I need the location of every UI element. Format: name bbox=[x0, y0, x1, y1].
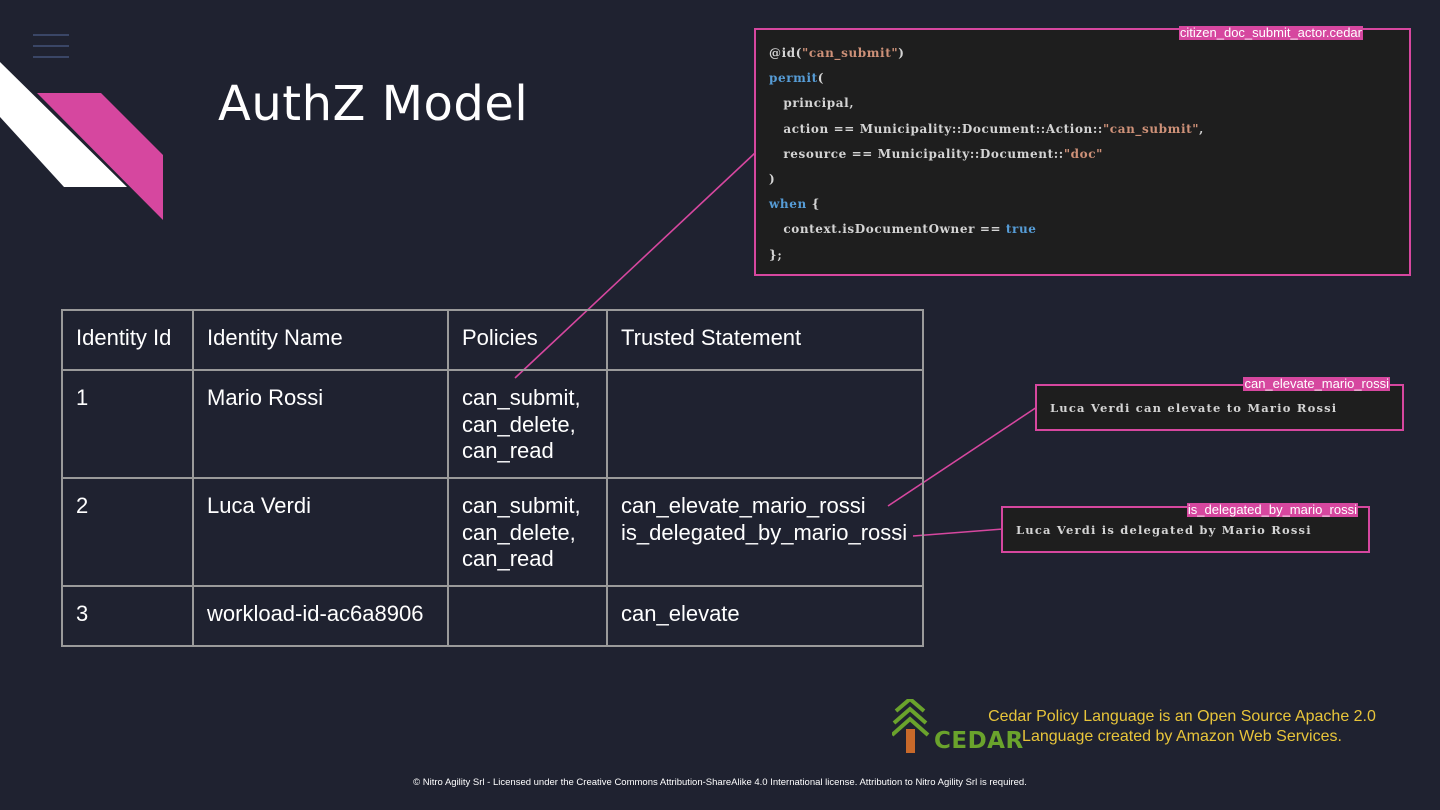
cell-policies bbox=[447, 585, 608, 647]
statement-text: Luca Verdi can elevate to Mario Rossi bbox=[1050, 400, 1338, 415]
policy-item: can_delete, bbox=[462, 519, 576, 545]
policy-item: can_submit, bbox=[462, 385, 581, 410]
connector-delegated bbox=[912, 528, 1004, 537]
column-header-policies: Policies bbox=[447, 309, 608, 371]
pink-stripe bbox=[37, 93, 163, 220]
column-header-trusted-statement: Trusted Statement bbox=[606, 309, 924, 371]
code-line: principal, bbox=[769, 96, 855, 111]
cell-trusted-statement: can_elevate_mario_rossi is_delegated_by_… bbox=[606, 477, 924, 587]
statement-item: is_delegated_by_mario_rossi bbox=[621, 519, 908, 545]
hamburger-menu-icon[interactable] bbox=[33, 34, 69, 58]
policy-code: @id("can_submit") permit( principal, act… bbox=[769, 41, 1204, 268]
table-header-row: Identity Id Identity Name Policies Trust… bbox=[61, 309, 924, 371]
statement-text: Luca Verdi is delegated by Mario Rossi bbox=[1016, 522, 1312, 537]
policy-item: can_read bbox=[462, 546, 554, 571]
cell-trusted-statement bbox=[606, 369, 924, 479]
code-line: resource == Municipality::Document::"doc… bbox=[769, 146, 1104, 161]
table-row: 3 workload-id-ac6a8906 can_elevate bbox=[61, 585, 924, 647]
statement-item: can_elevate bbox=[621, 601, 740, 626]
policy-item: can_read bbox=[462, 438, 554, 463]
column-header-identity-id: Identity Id bbox=[61, 309, 194, 371]
cedar-description: Cedar Policy Language is an Open Source … bbox=[986, 707, 1378, 746]
statement-label: is_delegated_by_mario_rossi bbox=[1186, 502, 1358, 517]
statement-label: can_elevate_mario_rossi bbox=[1243, 376, 1390, 391]
statement-item: can_elevate_mario_rossi bbox=[621, 493, 866, 518]
table-row: 2 Luca Verdi can_submit, can_delete, can… bbox=[61, 477, 924, 587]
code-line: when { bbox=[769, 197, 820, 212]
cedar-description-line: Language created by Amazon Web Services. bbox=[1022, 727, 1342, 745]
decorative-stripes bbox=[0, 62, 163, 220]
table-row: 1 Mario Rossi can_submit, can_delete, ca… bbox=[61, 369, 924, 479]
cedar-description-line: Cedar Policy Language is an Open Source … bbox=[988, 708, 1376, 725]
cell-identity-id: 3 bbox=[61, 585, 194, 647]
policy-item: can_delete, bbox=[462, 411, 576, 437]
code-line: @id("can_submit") bbox=[769, 46, 905, 60]
statement-box-delegated: is_delegated_by_mario_rossi Luca Verdi i… bbox=[1001, 502, 1370, 553]
cell-identity-name: Luca Verdi bbox=[192, 477, 449, 587]
statement-box-elevate: can_elevate_mario_rossi Luca Verdi can e… bbox=[1035, 377, 1404, 431]
cell-identity-name: workload-id-ac6a8906 bbox=[192, 585, 449, 647]
cell-policies: can_submit, can_delete, can_read bbox=[447, 369, 608, 479]
policy-file-label: citizen_doc_submit_actor.cedar bbox=[1178, 25, 1363, 40]
cedar-tree-icon bbox=[892, 699, 930, 753]
white-stripe bbox=[0, 62, 127, 187]
cell-identity-id: 2 bbox=[61, 477, 194, 587]
identity-table: Identity Id Identity Name Policies Trust… bbox=[61, 309, 924, 647]
code-line: action == Municipality::Document::Action… bbox=[769, 121, 1204, 136]
code-line: permit( bbox=[769, 71, 825, 86]
code-line: }; bbox=[769, 247, 783, 262]
cell-policies: can_submit, can_delete, can_read bbox=[447, 477, 608, 587]
code-line: ) bbox=[769, 171, 776, 186]
cell-identity-name: Mario Rossi bbox=[192, 369, 449, 479]
code-line: context.isDocumentOwner == true bbox=[769, 222, 1037, 237]
cell-trusted-statement: can_elevate bbox=[606, 585, 924, 647]
policy-code-box: citizen_doc_submit_actor.cedar @id("can_… bbox=[754, 25, 1411, 276]
cell-identity-id: 1 bbox=[61, 369, 194, 479]
cedar-logo-text: CEDAR bbox=[934, 728, 1024, 754]
column-header-identity-name: Identity Name bbox=[192, 309, 449, 371]
policy-item: can_submit, bbox=[462, 493, 581, 518]
license-footer: © Nitro Agility Srl - Licensed under the… bbox=[413, 777, 1027, 788]
page-title: AuthZ Model bbox=[218, 76, 529, 132]
